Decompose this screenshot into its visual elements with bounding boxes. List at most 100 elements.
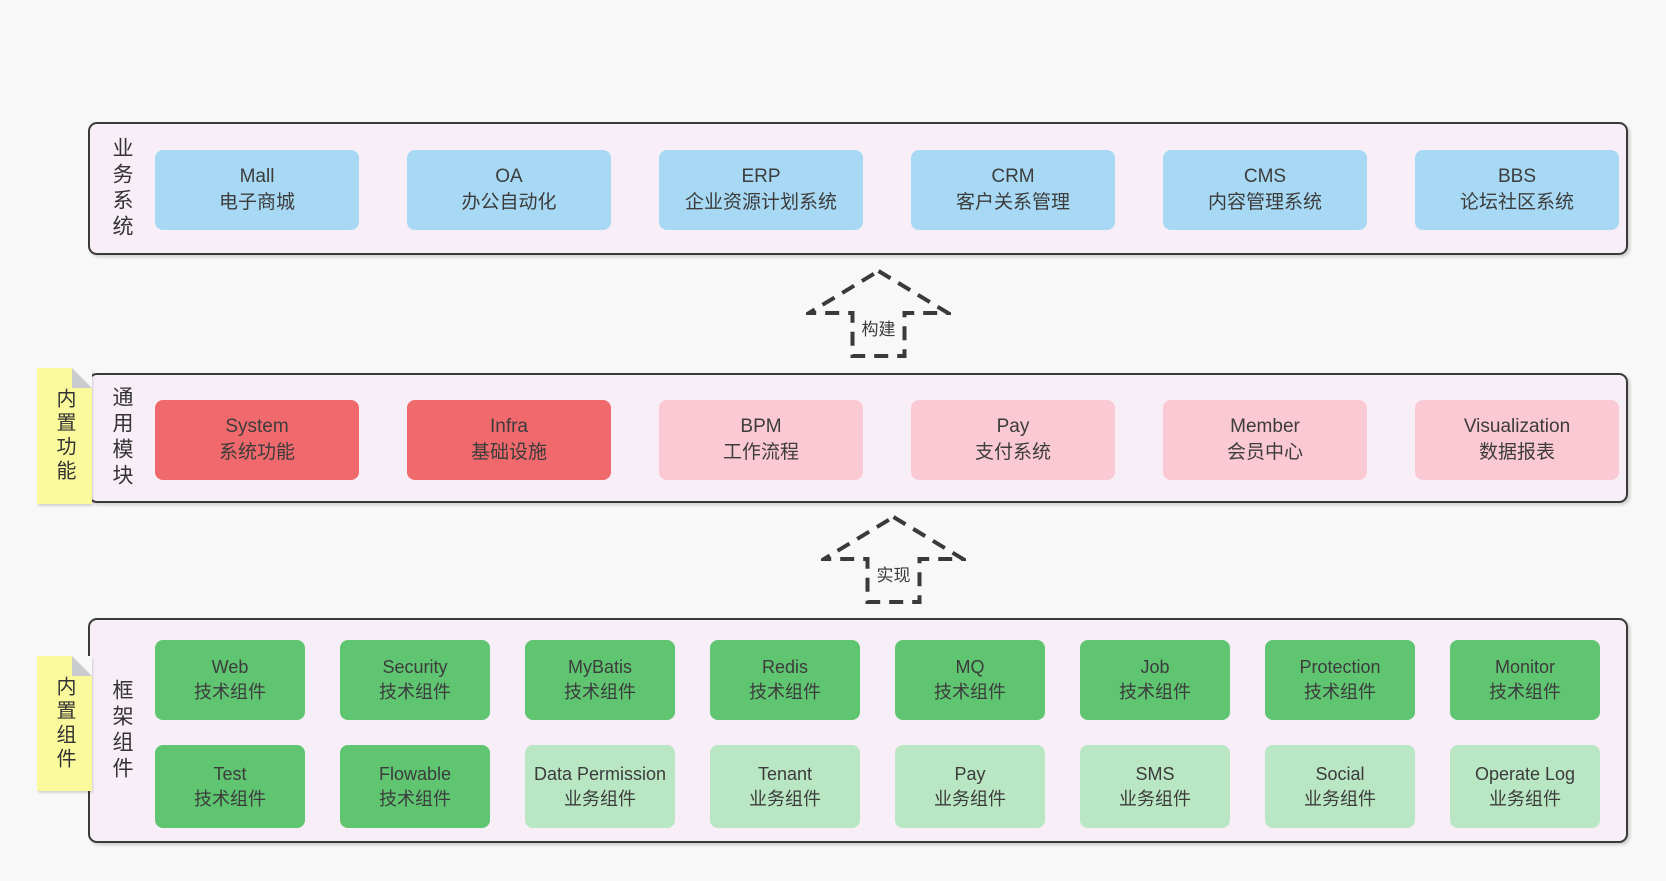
box-title: Job: [1140, 657, 1170, 677]
panel-framework-components: 框架组件 Web 技术组件 Security 技术组件 MyBatis 技术组件…: [88, 618, 1628, 843]
box-security: Security 技术组件: [340, 640, 490, 720]
box-title: Web: [211, 657, 249, 677]
box-subtitle: 电子商城: [218, 192, 295, 213]
box-subtitle: 客户关系管理: [955, 192, 1070, 213]
panel-label-common-modules: 通用模块: [110, 386, 133, 490]
box-visualization: Visualization 数据报表: [1415, 400, 1619, 480]
panel-label-business-systems: 业务系统: [110, 136, 133, 241]
box-subtitle: 业务组件: [934, 788, 1006, 809]
dashed-up-arrow-icon: [821, 514, 966, 604]
box-subtitle: 会员中心: [1226, 442, 1303, 463]
box-job: Job 技术组件: [1080, 640, 1230, 720]
box-tenant: Tenant 业务组件: [710, 745, 860, 828]
box-erp: ERP 企业资源计划系统: [659, 150, 863, 230]
box-subtitle: 业务组件: [749, 788, 821, 809]
box-title: MyBatis: [567, 657, 632, 677]
box-test: Test 技术组件: [155, 745, 305, 828]
box-title: Data Permission: [533, 763, 667, 784]
box-subtitle: 数据报表: [1478, 442, 1555, 463]
panel-label-framework-components: 框架组件: [110, 678, 133, 783]
box-crm: CRM 客户关系管理: [911, 150, 1115, 230]
framework-row-1: Web 技术组件 Security 技术组件 MyBatis 技术组件 Redi…: [155, 640, 1600, 720]
sticky-note-builtin-features: 内置功能: [37, 368, 92, 504]
box-bbs: BBS 论坛社区系统: [1415, 150, 1619, 230]
box-subtitle: 业务组件: [1304, 788, 1376, 809]
up-arrow-outline: [821, 514, 966, 604]
box-infra: Infra 基础设施: [407, 400, 611, 480]
box-subtitle: 基础设施: [470, 442, 547, 463]
box-subtitle: 支付系统: [974, 442, 1051, 463]
box-title: ERP: [741, 166, 781, 187]
sticky-note-builtin-components: 内置组件: [37, 656, 92, 791]
framework-components-grid: Web 技术组件 Security 技术组件 MyBatis 技术组件 Redi…: [155, 640, 1600, 828]
box-subtitle: 业务组件: [1489, 788, 1561, 809]
dashed-up-arrow-icon: [806, 268, 951, 358]
box-operate-log: Operate Log 业务组件: [1450, 745, 1600, 828]
box-social: Social 业务组件: [1265, 745, 1415, 828]
box-subtitle: 办公自动化: [461, 192, 557, 213]
box-mybatis: MyBatis 技术组件: [525, 640, 675, 720]
box-title: SMS: [1135, 763, 1175, 784]
box-title: Security: [382, 657, 448, 677]
box-title: CRM: [991, 166, 1035, 187]
up-arrow-outline: [806, 268, 951, 358]
panel-common-modules: 通用模块 System 系统功能 Infra 基础设施 BPM 工作流程 Pay…: [88, 373, 1628, 503]
framework-row-2: Test 技术组件 Flowable 技术组件 Data Permission …: [155, 745, 1600, 828]
box-title: Pay: [954, 763, 986, 784]
arrow-implement: 实现: [821, 514, 966, 604]
box-subtitle: 技术组件: [934, 682, 1006, 702]
box-title: Tenant: [757, 763, 813, 784]
box-cms: CMS 内容管理系统: [1163, 150, 1367, 230]
common-modules-boxes: System 系统功能 Infra 基础设施 BPM 工作流程 Pay 支付系统…: [155, 400, 1619, 480]
arrow-build: 构建: [806, 268, 951, 358]
box-monitor: Monitor 技术组件: [1450, 640, 1600, 720]
box-title: Test: [213, 763, 247, 784]
arrow-build-label: 构建: [858, 314, 899, 341]
box-pay-component: Pay 业务组件: [895, 745, 1045, 828]
business-systems-boxes: Mall 电子商城 OA 办公自动化 ERP 企业资源计划系统 CRM 客户关系…: [155, 150, 1619, 230]
box-subtitle: 技术组件: [379, 788, 451, 809]
box-subtitle: 企业资源计划系统: [684, 192, 837, 213]
box-title: Pay: [996, 416, 1030, 437]
box-mq: MQ 技术组件: [895, 640, 1045, 720]
box-sms: SMS 业务组件: [1080, 745, 1230, 828]
box-title: Protection: [1299, 657, 1381, 677]
panel-business-systems: 业务系统 Mall 电子商城 OA 办公自动化 ERP 企业资源计划系统 CRM…: [88, 122, 1628, 255]
box-title: Operate Log: [1474, 763, 1576, 784]
box-subtitle: 技术组件: [1489, 682, 1561, 702]
box-title: BPM: [740, 416, 782, 437]
box-title: Monitor: [1494, 657, 1556, 677]
box-subtitle: 技术组件: [194, 788, 266, 809]
box-flowable: Flowable 技术组件: [340, 745, 490, 828]
arrow-implement-label: 实现: [873, 560, 914, 587]
box-pay-module: Pay 支付系统: [911, 400, 1115, 480]
box-subtitle: 论坛社区系统: [1459, 192, 1574, 213]
box-subtitle: 技术组件: [379, 682, 451, 702]
box-web: Web 技术组件: [155, 640, 305, 720]
box-subtitle: 工作流程: [722, 442, 799, 463]
box-redis: Redis 技术组件: [710, 640, 860, 720]
box-subtitle: 内容管理系统: [1207, 192, 1322, 213]
box-title: MQ: [955, 657, 985, 677]
box-mall: Mall 电子商城: [155, 150, 359, 230]
box-title: Member: [1230, 416, 1300, 437]
box-data-permission: Data Permission 业务组件: [525, 745, 675, 828]
box-title: BBS: [1497, 166, 1537, 187]
box-oa: OA 办公自动化: [407, 150, 611, 230]
box-member: Member 会员中心: [1163, 400, 1367, 480]
box-subtitle: 技术组件: [564, 682, 636, 702]
box-title: System: [225, 416, 289, 437]
box-system: System 系统功能: [155, 400, 359, 480]
box-subtitle: 技术组件: [1304, 682, 1376, 702]
box-title: CMS: [1243, 166, 1287, 187]
box-title: Social: [1315, 763, 1365, 784]
box-title: Redis: [761, 657, 809, 677]
box-subtitle: 技术组件: [749, 682, 821, 702]
box-subtitle: 技术组件: [194, 682, 266, 702]
box-subtitle: 系统功能: [218, 442, 295, 463]
box-subtitle: 技术组件: [1119, 682, 1191, 702]
box-title: Visualization: [1463, 416, 1571, 437]
box-title: Mall: [239, 166, 275, 187]
box-subtitle: 业务组件: [564, 788, 636, 809]
